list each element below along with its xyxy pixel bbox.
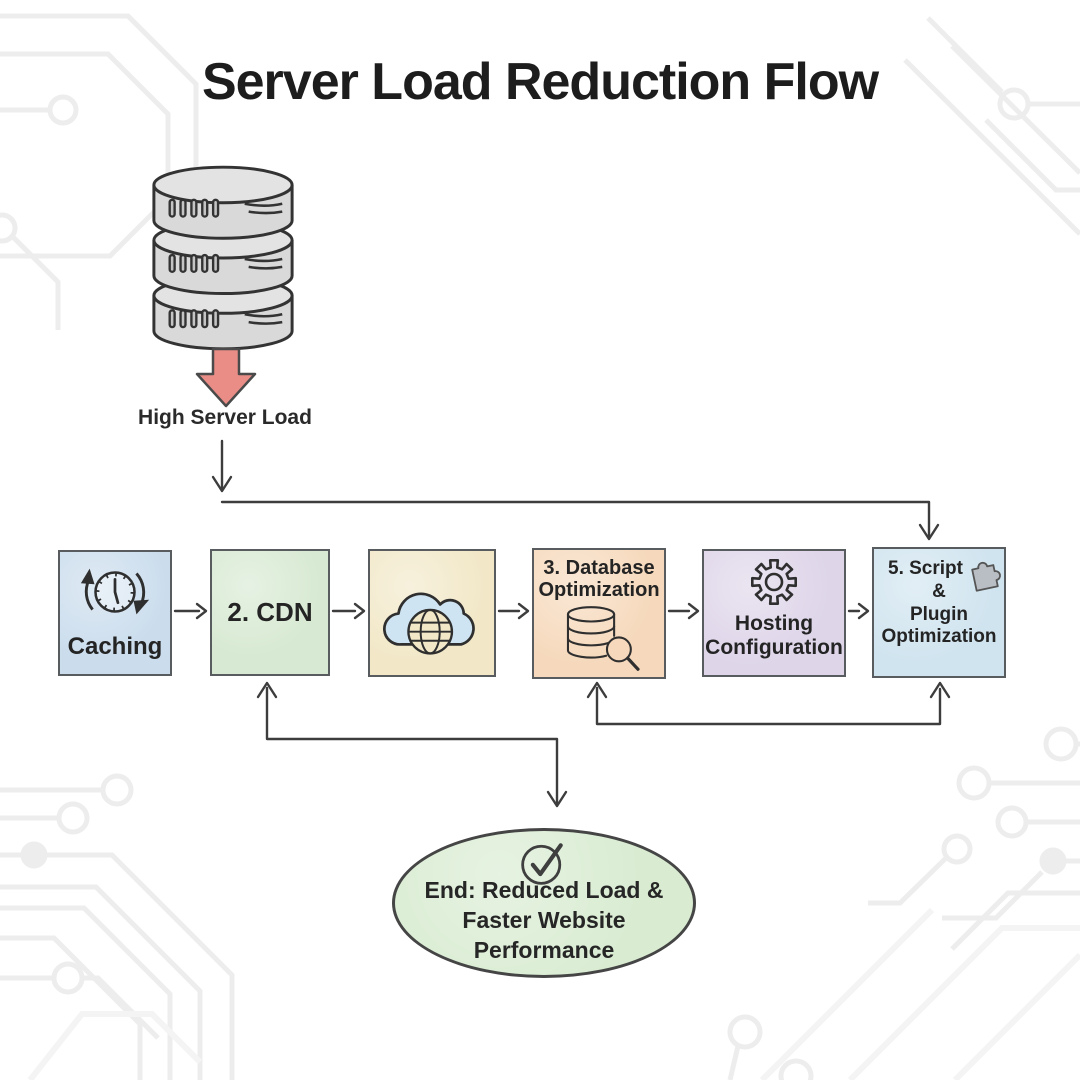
check-circle-icon — [521, 843, 563, 885]
node-cdn-label: 2. CDN — [227, 596, 313, 627]
page-title: Server Load Reduction Flow — [201, 53, 879, 111]
node-script-label-line1: 5. Script — [888, 558, 963, 579]
node-end-result: End: Reduced Load & Faster Website Perfo… — [392, 828, 696, 978]
node-cdn: 2. CDN — [210, 549, 330, 676]
node-script-label-line3: Plugin — [909, 603, 969, 625]
node-script-plugin-optimization: 5. Script & Plugin Optimization — [872, 547, 1006, 678]
end-label-line2: Faster Website — [462, 906, 626, 933]
node-caching-label: Caching — [67, 633, 163, 660]
source-label: High Server Load — [138, 406, 312, 429]
node-database-optimization: 3. Database Optimization — [532, 548, 666, 679]
node-hosting-configuration: Hosting Configuration — [702, 549, 846, 677]
cloud-globe-icon — [383, 592, 475, 655]
node-hosting-label-line1: Hosting — [734, 612, 814, 635]
node-caching: Caching — [58, 550, 172, 676]
gear-icon — [751, 559, 797, 605]
node-script-label-line2: & — [932, 580, 946, 602]
node-database-label-line1: 3. Database — [543, 557, 655, 579]
database-search-icon — [566, 605, 640, 671]
puzzle-piece-icon — [971, 562, 1001, 592]
node-cloud-network — [368, 549, 496, 677]
server-stack-icon — [152, 165, 294, 351]
end-label-line1: End: Reduced Load & — [424, 877, 664, 903]
down-block-arrow-icon — [195, 348, 257, 408]
node-hosting-label-line2: Configuration — [705, 635, 843, 659]
node-database-label-line2: Optimization — [538, 579, 660, 602]
end-label-line3: Performance — [473, 936, 615, 963]
node-script-label-line4: Optimization — [881, 626, 997, 648]
clock-refresh-icon — [80, 568, 150, 615]
